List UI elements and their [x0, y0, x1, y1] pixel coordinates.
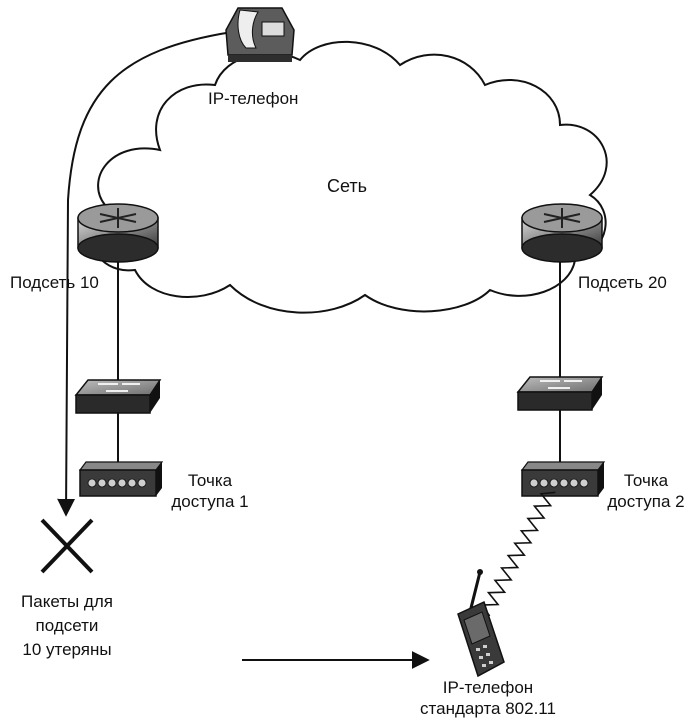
wireless-link-wave: [480, 491, 556, 617]
network-label: Сеть: [327, 176, 368, 196]
packets-lost-x-icon: [40, 518, 94, 574]
packets-lost-label-line3: 10 утеряны: [22, 640, 112, 659]
subnet-20-label: Подсеть 20: [578, 273, 667, 292]
ip-phone-top-label: IP-телефон: [208, 89, 299, 108]
wireless-phone-label: IP-телефон стандарта 802.11: [398, 677, 578, 719]
packets-lost-label: Пакеты для подсети 10 утеряны: [0, 590, 134, 662]
packet-path-arrow: [57, 31, 233, 517]
router-left-icon: [77, 203, 159, 263]
access-point-1-label: Точка доступа 1: [160, 470, 260, 512]
access-point-2-label: Точка доступа 2: [603, 470, 689, 512]
packets-lost-label-line2: подсети: [35, 616, 99, 635]
ip-phone-icon: [225, 7, 295, 62]
access-point-2-label-line2: доступа 2: [607, 492, 685, 511]
wireless-phone-label-line2: стандарта 802.11: [420, 699, 556, 718]
access-point-1-icon: [78, 461, 164, 497]
switch-right-icon: [516, 376, 604, 411]
access-point-1-label-line1: Точка: [187, 471, 233, 490]
wireless-phone-label-line1: IP-телефон: [442, 678, 534, 697]
packets-lost-label-line1: Пакеты для: [21, 592, 113, 611]
switch-left-icon: [74, 379, 162, 414]
wireless-ip-phone-icon: [457, 569, 505, 678]
access-point-2-icon: [520, 461, 606, 497]
subnet-10-label: Подсеть 10: [10, 273, 99, 292]
router-right-icon: [521, 203, 603, 263]
access-point-2-label-line1: Точка: [623, 471, 669, 490]
access-point-1-label-line2: доступа 1: [171, 492, 249, 511]
